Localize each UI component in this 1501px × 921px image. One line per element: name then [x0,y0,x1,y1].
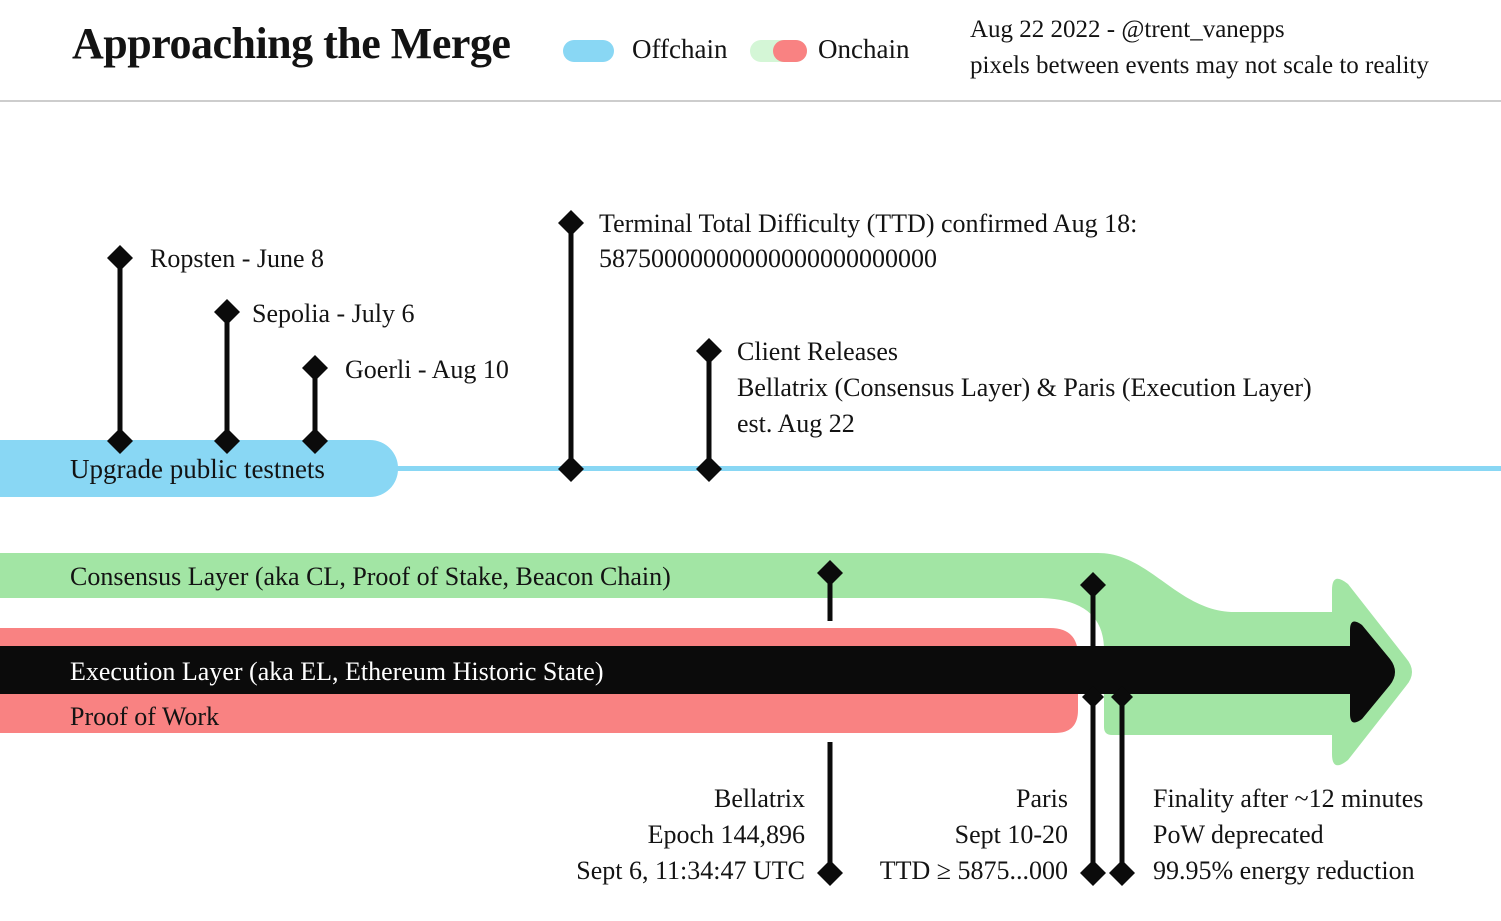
ropsten-label: Ropsten - June 8 [150,244,325,273]
bellatrix-lower-stem [827,742,833,873]
event-markers [107,210,1135,886]
credit-line-2: pixels between events may not scale to r… [970,52,1429,79]
consensus-layer-label: Consensus Layer (aka CL, Proof of Stake,… [70,562,671,591]
client-releases-line3: est. Aug 22 [737,409,855,438]
goerli-label: Goerli - Aug 10 [345,355,509,384]
sepolia-base-diamond [214,428,240,454]
credit-line-1: Aug 22 2022 - @trent_vanepps [970,16,1285,43]
bellatrix-line2: Epoch 144,896 [647,820,805,849]
client-releases-stem [706,351,712,469]
goerli-stem [312,372,318,442]
paris-line1: Paris [1016,784,1068,813]
client-releases-base-diamond [696,456,722,482]
header-divider [0,100,1501,102]
ttd-label-line2: 58750000000000000000000000 [599,244,937,273]
ttd-label: Terminal Total Difficulty (TTD) confirme… [599,206,1137,276]
paris-line2: Sept 10-20 [954,820,1068,849]
offchain-legend-swatch [563,40,614,62]
paris-stem [1090,585,1096,873]
finality-arrow-exit-diamond [1111,686,1133,708]
client-releases-label: Client Releases Bellatrix (Consensus Lay… [737,334,1312,442]
offchain-legend-label: Offchain [632,34,728,64]
ropsten-stem [117,262,123,442]
finality-line3: 99.95% energy reduction [1153,856,1415,885]
client-releases-top-diamond [696,338,722,364]
finality-stem [1119,690,1125,873]
credit-note: Aug 22 2022 - @trent_vanepps pixels betw… [970,12,1429,84]
paris-base-diamond [1080,860,1106,886]
offchain-band-label: Upgrade public testnets [70,454,325,484]
onchain-legend-red-half [772,40,807,62]
bellatrix-top-diamond [817,560,843,586]
bellatrix-upper-stem [827,578,833,621]
paris-label: Paris Sept 10-20 TTD ≥ 5875...000 [880,781,1068,889]
execution-layer-arrow [0,621,1395,723]
sepolia-top-diamond [214,299,240,325]
offchain-timeline-line [396,466,1501,471]
paris-line3: TTD ≥ 5875...000 [879,856,1068,885]
goerli-base-diamond [302,428,328,454]
ropsten-top-diamond [107,245,133,271]
goerli-top-diamond [302,355,328,381]
onchain-legend-swatch [750,40,807,62]
ttd-stem [568,223,574,469]
finality-base-diamond [1109,860,1135,886]
bellatrix-line1: Bellatrix [714,784,805,813]
execution-layer-label: Execution Layer (aka EL, Ethereum Histor… [70,657,604,686]
sepolia-stem [224,316,230,442]
client-releases-line1: Client Releases [737,337,899,366]
ttd-base-diamond [558,456,584,482]
finality-line1: Finality after ~12 minutes [1153,784,1424,813]
client-releases-line2: Bellatrix (Consensus Layer) & Paris (Exe… [737,373,1312,402]
sepolia-label: Sepolia - July 6 [252,299,415,328]
offchain-band [0,440,398,497]
bellatrix-label: Bellatrix Epoch 144,896 Sept 6, 11:34:47… [576,781,805,889]
onchain-legend-label: Onchain [818,34,910,64]
ropsten-base-diamond [107,428,133,454]
bellatrix-base-diamond [817,860,843,886]
page-title: Approaching the Merge [72,19,511,68]
proof-of-work-label: Proof of Work [70,702,220,731]
bellatrix-line3: Sept 6, 11:34:47 UTC [576,856,805,885]
ttd-label-line1: Terminal Total Difficulty (TTD) confirme… [599,209,1138,238]
finality-line2: PoW deprecated [1153,820,1324,849]
paris-arrow-exit-diamond [1082,686,1104,708]
finality-label: Finality after ~12 minutes PoW deprecate… [1153,781,1423,889]
ttd-top-diamond [558,210,584,236]
